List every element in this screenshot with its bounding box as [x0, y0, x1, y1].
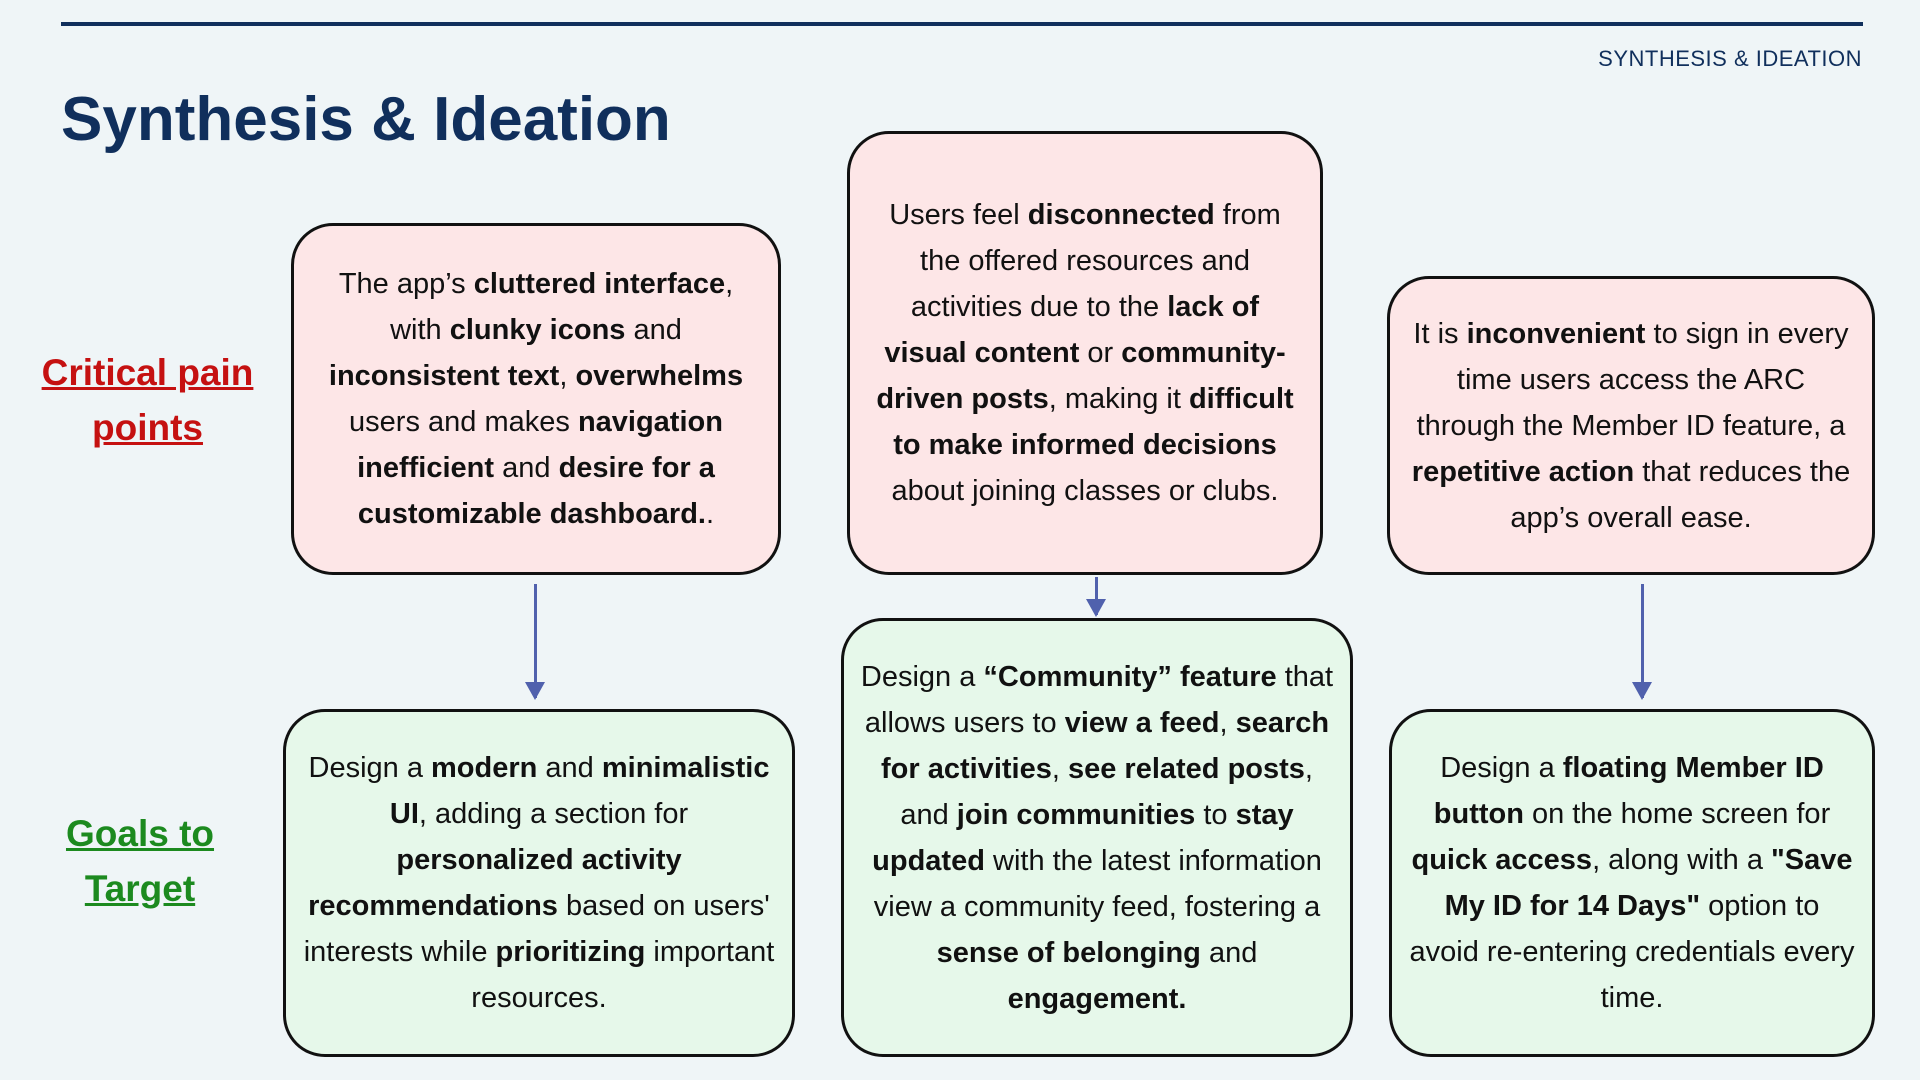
section-label: SYNTHESIS & IDEATION: [1598, 46, 1862, 71]
body-text: , with: [390, 268, 734, 346]
body-text: , adding a section for: [418, 798, 689, 830]
emphasis-text: engagement.: [1007, 982, 1187, 1015]
emphasis-text: desire for a customizable dashboard.: [357, 452, 715, 530]
emphasis-text: “Community” feature: [983, 660, 1277, 693]
emphasis-text: search for activities: [881, 706, 1330, 785]
emphasis-text: inconsistent text: [328, 360, 560, 392]
emphasis-text: personalized activity recommendations: [308, 844, 682, 922]
body-text: Design a: [860, 660, 984, 693]
emphasis-text: floating Member ID button: [1433, 752, 1824, 830]
goal-card-2: Design a “Community” feature that allows…: [841, 618, 1353, 1057]
header-rule: [61, 22, 1863, 26]
body-text: , and: [900, 752, 1313, 831]
goal-card-3: Design a floating Member ID button on th…: [1389, 709, 1875, 1057]
body-text: The app’s: [338, 268, 474, 300]
body-text: Design a: [1440, 752, 1563, 784]
body-text: to: [1195, 798, 1236, 831]
emphasis-text: view a feed: [1064, 706, 1220, 739]
goals-label: Goals to Target: [65, 813, 215, 909]
body-text: , along with a: [1592, 844, 1772, 876]
emphasis-text: cluttered interface: [473, 268, 726, 300]
emphasis-text: repetitive action: [1411, 455, 1635, 488]
emphasis-text: see related posts: [1067, 752, 1305, 785]
body-text: ,: [559, 360, 576, 392]
body-text: , making it: [1048, 383, 1189, 415]
body-text: and: [494, 452, 559, 484]
body-text: option to avoid re-entering credentials …: [1409, 890, 1855, 1014]
goal-text-2: Design a “Community” feature that allows…: [860, 654, 1334, 1022]
arrow-down-2: [1086, 577, 1106, 617]
emphasis-text: minimalistic UI: [389, 752, 770, 830]
emphasis-text: modern: [431, 752, 538, 784]
emphasis-text: clunky icons: [449, 314, 626, 346]
body-text: ,: [1051, 752, 1068, 785]
pain-point-text-1: The app’s cluttered interface, with clun…: [310, 261, 762, 537]
body-text: from the offered resources and activitie…: [910, 199, 1281, 323]
emphasis-text: disconnected: [1027, 199, 1215, 231]
body-text: and: [625, 314, 682, 346]
body-text: about joining classes or clubs.: [891, 475, 1279, 507]
body-text: important resources.: [471, 936, 775, 1014]
body-text: Design a: [308, 752, 432, 784]
body-text: to sign in every time users access the A…: [1416, 317, 1849, 442]
body-text: that allows users to: [864, 660, 1334, 739]
emphasis-text: prioritizing: [495, 936, 646, 968]
body-text: Users feel: [889, 199, 1028, 231]
arrow-down-1: [525, 584, 545, 700]
goal-card-1: Design a modern and minimalistic UI, add…: [283, 709, 795, 1057]
body-text: .: [706, 498, 715, 530]
body-text: on the home screen for: [1523, 798, 1831, 830]
emphasis-text: lack of visual content: [884, 291, 1260, 369]
emphasis-text: quick access: [1411, 844, 1593, 876]
body-text: based on users' interests while: [303, 890, 770, 968]
body-text: ,: [1219, 706, 1236, 739]
page-title: Synthesis & Ideation: [61, 85, 671, 154]
emphasis-text: difficult to make informed decisions: [893, 383, 1294, 461]
body-text: and: [537, 752, 602, 784]
body-text: or: [1079, 337, 1122, 369]
body-text: and: [1200, 936, 1258, 969]
body-text: that reduces the app’s overall ease.: [1510, 455, 1851, 534]
pain-point-card-1: The app’s cluttered interface, with clun…: [291, 223, 781, 575]
body-text: It is: [1413, 317, 1467, 350]
emphasis-text: overwhelms: [575, 360, 744, 392]
emphasis-text: sense of belonging: [936, 936, 1201, 969]
arrow-down-3: [1632, 584, 1652, 700]
pain-point-card-3: It is inconvenient to sign in every time…: [1387, 276, 1875, 575]
body-text: users and makes: [349, 406, 578, 438]
pain-point-text-3: It is inconvenient to sign in every time…: [1406, 311, 1856, 541]
pain-point-card-2: Users feel disconnected from the offered…: [847, 131, 1323, 575]
emphasis-text: join communities: [956, 798, 1196, 831]
emphasis-text: navigation inefficient: [357, 406, 723, 484]
pain-points-label: Critical pain points: [41, 352, 254, 448]
pain-point-text-2: Users feel disconnected from the offered…: [866, 192, 1304, 514]
emphasis-text: stay updated: [872, 798, 1294, 877]
goal-text-3: Design a floating Member ID button on th…: [1408, 745, 1856, 1021]
emphasis-text: community-driven posts: [876, 337, 1286, 415]
goal-text-1: Design a modern and minimalistic UI, add…: [302, 745, 776, 1021]
body-text: with the latest information view a commu…: [873, 844, 1322, 923]
emphasis-text: inconvenient: [1466, 317, 1646, 350]
emphasis-text: "Save My ID for 14 Days": [1444, 844, 1853, 922]
